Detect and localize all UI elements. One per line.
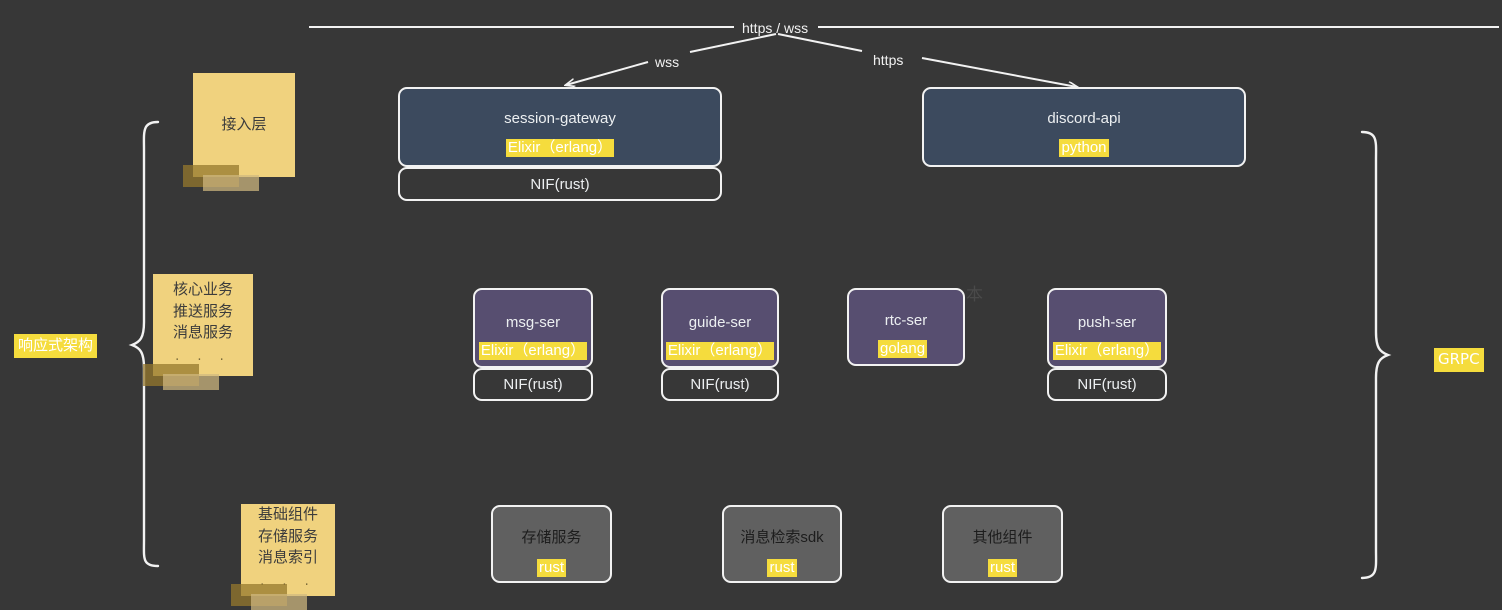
node-title: msg-ser <box>505 313 561 331</box>
watermark-glyph: 本 <box>966 285 983 305</box>
node-language-tag: rust <box>536 558 566 577</box>
node-title: session-gateway <box>504 109 616 127</box>
sticky-note-core-services: 核心业务 推送服务 消息服务 · · · <box>143 274 253 390</box>
node-title: 消息检索sdk <box>740 528 824 546</box>
sticky-note-infrastructure: 基础组件 存储服务 消息索引 · · · <box>231 504 335 610</box>
node-title: guide-ser <box>688 313 752 331</box>
node-title: push-ser <box>1077 313 1137 331</box>
node-msg-ser[interactable]: msg-ser Elixir（erlang） <box>473 288 593 368</box>
node-message-search-sdk[interactable]: 消息检索sdk rust <box>722 505 842 583</box>
node-title: NIF(rust) <box>503 376 563 393</box>
edge-label-trunk: https / wss <box>742 20 809 36</box>
sticky-corner-fold <box>203 175 259 191</box>
node-guide-ser[interactable]: guide-ser Elixir（erlang） <box>661 288 779 368</box>
node-language-tag: python <box>1059 138 1109 157</box>
sticky-line: 推送服务 <box>172 301 233 320</box>
node-title: 存储服务 <box>521 528 582 546</box>
node-language-tag: Elixir（erlang） <box>478 341 588 360</box>
edge-label-https: https <box>873 52 904 68</box>
right-grpc-label: GRPC <box>1434 348 1484 372</box>
left-architecture-label: 响应式架构 <box>14 334 98 358</box>
node-rtc-ser[interactable]: rtc-ser golang <box>847 288 965 366</box>
node-title: NIF(rust) <box>530 175 590 193</box>
node-storage-service[interactable]: 存储服务 rust <box>491 505 612 583</box>
sticky-note-access-layer: 接入层 <box>183 73 295 191</box>
sticky-line: 基础组件 <box>257 504 318 523</box>
sticky-line: 消息索引 <box>257 548 318 567</box>
node-title: NIF(rust) <box>690 376 750 393</box>
node-title: rtc-ser <box>884 311 928 329</box>
node-language-tag: golang <box>878 339 928 358</box>
node-other-components[interactable]: 其他组件 rust <box>942 505 1063 583</box>
node-title: discord-api <box>1047 109 1121 127</box>
node-push-ser-nif[interactable]: NIF(rust) <box>1047 368 1167 401</box>
node-title: NIF(rust) <box>1077 376 1137 393</box>
node-language-tag: rust <box>767 558 797 577</box>
node-title: 其他组件 <box>972 528 1033 546</box>
sticky-line: 核心业务 <box>172 279 233 298</box>
sticky-line: 存储服务 <box>257 526 318 545</box>
sticky-line: 接入层 <box>221 115 267 134</box>
node-push-ser[interactable]: push-ser Elixir（erlang） <box>1047 288 1167 368</box>
sticky-corner-fold <box>251 594 307 610</box>
node-language-tag: Elixir（erlang） <box>665 341 775 360</box>
node-discord-api[interactable]: discord-api python <box>922 87 1246 167</box>
node-guide-ser-nif[interactable]: NIF(rust) <box>661 368 779 401</box>
node-session-gateway[interactable]: session-gateway Elixir（erlang） <box>398 87 722 167</box>
node-session-gateway-nif[interactable]: NIF(rust) <box>398 167 722 201</box>
node-language-tag: Elixir（erlang） <box>1052 341 1162 360</box>
sticky-corner-fold <box>163 374 219 390</box>
node-msg-ser-nif[interactable]: NIF(rust) <box>473 368 593 401</box>
node-language-tag: rust <box>987 558 1017 577</box>
edge-label-wss: wss <box>655 54 680 70</box>
node-language-tag: Elixir（erlang） <box>505 138 615 157</box>
sticky-line: 消息服务 <box>172 323 233 342</box>
